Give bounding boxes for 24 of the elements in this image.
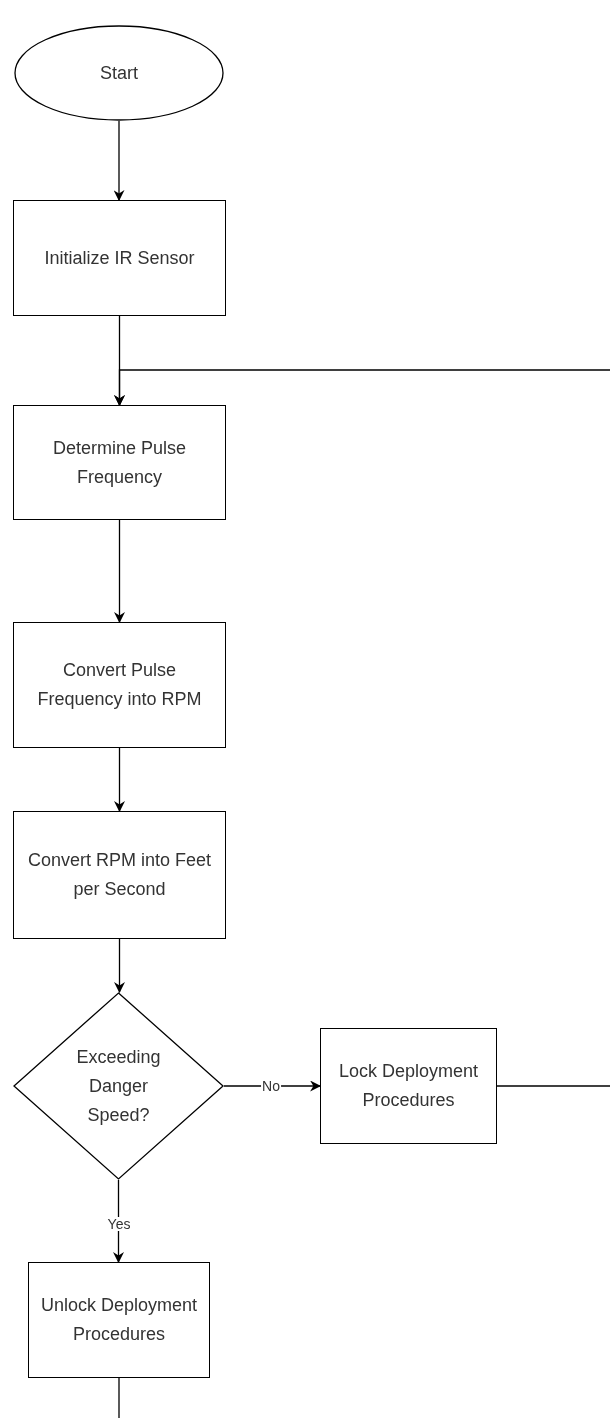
node-text: Determine Pulse Frequency — [51, 436, 188, 489]
process-box — [13, 811, 226, 939]
process-box — [28, 1262, 210, 1378]
node-text: Convert RPM into Feet per Second — [26, 849, 213, 901]
node-text: Exceeding Danger Speed? — [75, 1045, 162, 1127]
edge-label: No — [261, 1079, 281, 1093]
node-text: Convert Pulse Frequency into RPM — [36, 659, 203, 711]
node-text: Unlock Deployment Procedures — [39, 1294, 199, 1346]
arrow — [114, 519, 125, 624]
edge-label: Yes — [106, 1217, 132, 1231]
node-text: Start — [100, 61, 138, 85]
arrow — [113, 120, 125, 202]
start-ellipse — [14, 25, 224, 121]
arrow — [114, 747, 125, 813]
node-text: Initialize IR Sensor — [44, 246, 195, 270]
decision-diamond — [13, 992, 224, 1180]
arrow — [114, 938, 125, 994]
process-box — [13, 622, 226, 748]
process-box — [13, 405, 226, 520]
process-box — [13, 200, 226, 316]
arrow — [114, 369, 610, 407]
process-box — [320, 1028, 497, 1144]
arrow — [113, 1179, 124, 1264]
node-text: Lock Deployment Procedures — [337, 1060, 480, 1112]
